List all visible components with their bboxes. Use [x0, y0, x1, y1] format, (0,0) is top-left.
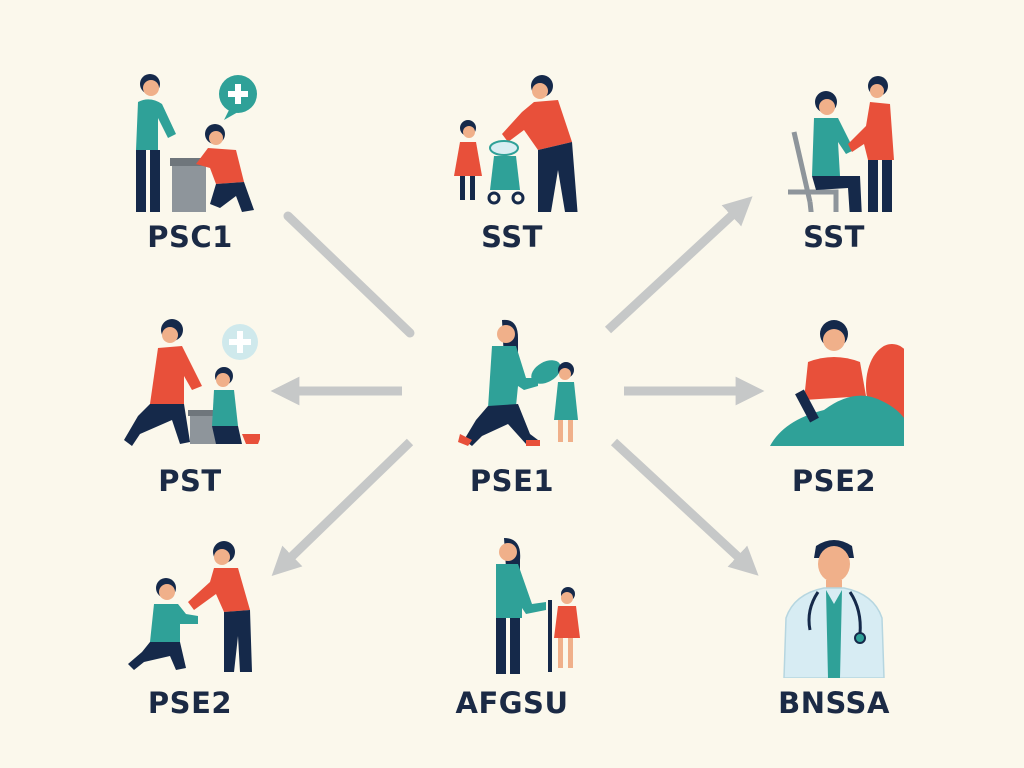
node-pst: PST	[90, 316, 290, 516]
first-aid-kneeling-illustration	[136, 74, 257, 212]
node-pse2-right: PSE2	[734, 316, 934, 516]
node-pse2-left: PSE2	[90, 538, 290, 738]
node-psc1: PSC1	[90, 72, 290, 272]
seated-patient-illustration	[788, 76, 894, 212]
node-sst-top: SST	[412, 72, 612, 272]
bandaging-child-illustration	[128, 541, 252, 672]
caregiver-with-child-illustration	[458, 319, 578, 446]
child-care-kneeling-illustration	[124, 319, 260, 446]
doctor-with-stethoscope-illustration	[783, 540, 885, 678]
node-pse1: PSE1	[412, 316, 612, 516]
reclining-patient-illustration	[770, 320, 904, 446]
adult-guiding-child-illustration	[496, 538, 580, 674]
child-stroller-illustration	[454, 75, 578, 212]
node-bnssa: BNSSA	[734, 538, 934, 738]
label-pse2-left: PSE2	[147, 686, 233, 720]
arrow-pse1-to-pse2-left	[271, 438, 414, 577]
node-sst-right: SST	[734, 72, 934, 272]
label-afgsu: AFGSU	[455, 686, 569, 720]
label-pse2-right: PSE2	[791, 464, 877, 498]
arrow-pse1-to-bnssa	[610, 438, 759, 576]
label-psc1: PSC1	[147, 220, 233, 254]
arrow-psc1-to-pse1	[283, 211, 415, 338]
arrow-pse1-to-sst-right	[604, 196, 753, 334]
label-sst-top: SST	[481, 220, 543, 254]
label-sst-right: SST	[803, 220, 865, 254]
label-bnssa: BNSSA	[778, 686, 890, 720]
label-pse1: PSE1	[469, 464, 555, 498]
label-pst: PST	[158, 464, 222, 498]
node-afgsu: AFGSU	[412, 538, 612, 738]
